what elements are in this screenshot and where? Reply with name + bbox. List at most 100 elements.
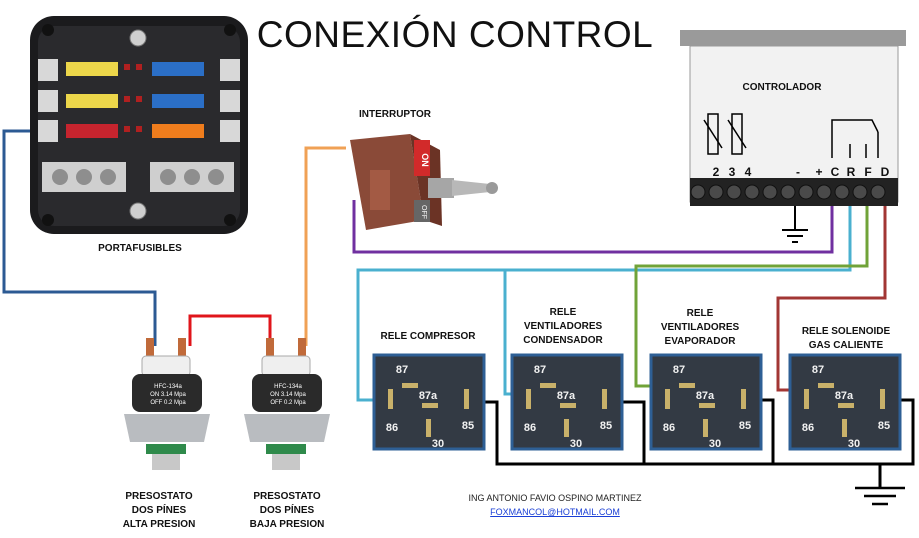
switch-on-text: ON: [420, 153, 430, 167]
pressostat-low: HFC-134a ON 3.14 Mpa OFF 0.2 Mpa: [244, 338, 330, 470]
toggle-switch: ON OFF: [350, 134, 498, 230]
relay-pin: [422, 403, 438, 408]
controller-terminal-label: 4: [744, 165, 752, 179]
controller-terminal-screw: [834, 184, 850, 200]
wire-purple: [352, 200, 834, 254]
pressostat-low-label: PRESOSTATO DOS PÍNES BAJA PRESION: [232, 490, 342, 532]
controller-terminal-label: 3: [728, 165, 736, 179]
controller-terminal-label: -: [796, 165, 800, 179]
wire-cyan: [356, 205, 852, 402]
relay-3: 87 87a 86 85 30: [649, 353, 763, 451]
relay-pin: [388, 389, 393, 409]
wire-orange: [304, 146, 346, 346]
relay-solenoide-label: RELE SOLENOIDE GAS CALIENTE: [787, 325, 905, 353]
relay-pin: [703, 419, 708, 437]
fuse-box-label: PORTAFUSIBLES: [98, 243, 182, 254]
relay-label-line: RELE: [549, 307, 577, 318]
switch-label: INTERRUPTOR: [358, 109, 432, 120]
pressostat-high: HFC-134a ON 3.14 Mpa OFF 0.2 Mpa: [124, 338, 210, 470]
controller-terminal-screw: [816, 184, 832, 200]
controller-terminal-label: F: [864, 165, 872, 179]
relay-pin-label-87a: 87a: [419, 390, 438, 402]
relay-pin: [699, 403, 715, 408]
pressostat-tag-line: OFF 0.2 Mpa: [150, 400, 186, 406]
relay-pin-label-85: 85: [739, 420, 751, 432]
relay-label-line: CONDENSADOR: [523, 335, 603, 346]
wire-darkred: [776, 205, 887, 392]
relay-pin: [741, 389, 746, 409]
relay-label-line: EVAPORADOR: [664, 336, 736, 347]
relay-pin-label-85: 85: [462, 420, 474, 432]
relay-pin: [564, 419, 569, 437]
relay-pin-label-87: 87: [673, 364, 685, 376]
relay-pin-label-87: 87: [812, 364, 824, 376]
relay-pin-label-87a: 87a: [835, 390, 854, 402]
pressostat-label-line: PRESOSTATO: [125, 491, 193, 502]
relay-pin: [818, 383, 834, 388]
pressostat-tag-line: ON 3.14 Mpa: [270, 392, 306, 398]
relay-label-line: GAS CALIENTE: [808, 340, 884, 351]
relay-pin-label-30: 30: [570, 438, 582, 450]
relay-pin: [426, 419, 431, 437]
fuse-row-1: [38, 59, 240, 81]
relay-pin: [526, 389, 531, 409]
pressostat-tag-line: HFC-134a: [274, 384, 302, 390]
relay-pin-label-86: 86: [663, 422, 675, 434]
relay-pin: [842, 419, 847, 437]
controller-terminal-label: D: [880, 165, 890, 179]
pressostat-label-line: DOS PÍNES: [259, 505, 315, 516]
pressostat-tag-line: ON 3.14 Mpa: [150, 392, 186, 398]
relay-pin-label-85: 85: [600, 420, 612, 432]
relay-label-line: VENTILADORES: [660, 322, 740, 333]
fuse-row-3: [38, 120, 240, 142]
controller-terminal-screw: [852, 184, 868, 200]
footer-email-link[interactable]: FOXMANCOL@HOTMAIL.COM: [490, 507, 620, 517]
relay-pin: [464, 389, 469, 409]
wire-blue: [2, 129, 157, 346]
relay-pin: [838, 403, 854, 408]
wire-red: [188, 314, 272, 346]
pressostat-label-line: DOS PÍNES: [131, 505, 187, 516]
relay-label-line: RELE COMPRESOR: [380, 331, 476, 342]
relay-contact-symbol: [831, 119, 879, 158]
footer-author: ING ANTONIO FAVIO OSPINO MARTINEZ: [468, 493, 642, 503]
switch-off-text: OFF: [420, 205, 427, 219]
controller-terminal-screw: [744, 184, 760, 200]
controller-label: CONTROLADOR: [742, 82, 822, 93]
relay-pin-label-30: 30: [432, 438, 444, 450]
relay-pin: [402, 383, 418, 388]
relay-pin-label-30: 30: [709, 438, 721, 450]
relay-pin-label-87a: 87a: [696, 390, 715, 402]
controller-terminal-screw: [762, 184, 778, 200]
pressostat-tag-line: OFF 0.2 Mpa: [270, 400, 306, 406]
relay-pin-label-85: 85: [878, 420, 890, 432]
wire-green: [634, 205, 869, 388]
controller-terminal-label: R: [846, 165, 856, 179]
pressostat-high-label: PRESOSTATO DOS PÍNES ALTA PRESION: [104, 490, 214, 532]
relay-pin: [560, 403, 576, 408]
relay-pin: [880, 389, 885, 409]
controller-terminal-screw: [798, 184, 814, 200]
pressostat-label-line: BAJA PRESION: [249, 519, 325, 530]
page-title: CONEXIÓN CONTROL: [256, 14, 654, 55]
relay-pin-label-30: 30: [848, 438, 860, 450]
pressostat-tag-line: HFC-134a: [154, 384, 182, 390]
relay-pin-label-86: 86: [386, 422, 398, 434]
relay-evaporador-label: RELE VENTILADORES EVAPORADOR: [645, 307, 755, 349]
controller-terminal-screw: [690, 184, 706, 200]
relay-pin-label-86: 86: [802, 422, 814, 434]
relay-compresor-label: RELE COMPRESOR: [368, 330, 488, 344]
fuse-box: [30, 16, 248, 234]
relay-pin-label-87: 87: [534, 364, 546, 376]
relay-pin: [540, 383, 556, 388]
relay-label-line: RELE SOLENOIDE: [801, 326, 891, 337]
controller: [680, 30, 906, 206]
relay-pin: [665, 389, 670, 409]
relay-condensador-label: RELE VENTILADORES CONDENSADOR: [508, 306, 618, 348]
controller-terminal-screw: [708, 184, 724, 200]
fuse-row-2: [38, 90, 240, 112]
controller-terminal-strip: [690, 184, 886, 200]
